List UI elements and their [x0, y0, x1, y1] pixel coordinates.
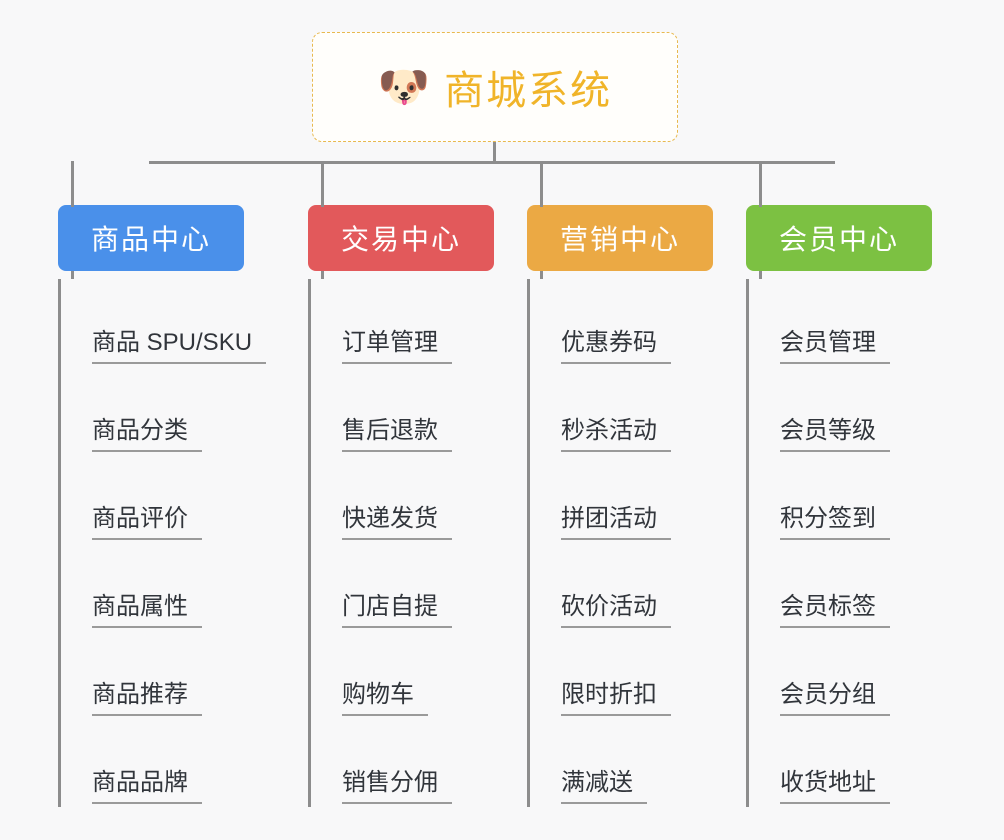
leaf-item-label: 商品 SPU/SKU [92, 329, 267, 364]
branch-header-label: 交易中心 [340, 224, 461, 255]
leaf-item[interactable]: 订单管理 [324, 279, 494, 367]
leaf-list-member-center: 会员管理会员等级积分签到会员标签会员分组收货地址 [746, 279, 932, 807]
leaf-item[interactable]: 商品评价 [74, 455, 244, 543]
connector-stem-member-center [759, 271, 762, 279]
leaf-item[interactable]: 满减送 [543, 719, 713, 807]
leaf-item[interactable]: 购物车 [324, 631, 494, 719]
leaf-item[interactable]: 优惠券码 [543, 279, 713, 367]
leaf-item-label: 会员分组 [780, 681, 890, 716]
branch-trade-center: 交易中心订单管理售后退款快递发货门店自提购物车销售分佣 [308, 205, 494, 807]
leaf-item-label: 销售分佣 [342, 769, 452, 804]
leaf-item-label: 秒杀活动 [561, 417, 671, 452]
leaf-item-label: 商品属性 [92, 593, 202, 628]
branch-header-member-center[interactable]: 会员中心 [746, 205, 932, 271]
leaf-item[interactable]: 商品分类 [74, 367, 244, 455]
branch-header-trade-center[interactable]: 交易中心 [308, 205, 494, 271]
connector-drop-marketing-center [540, 161, 543, 207]
leaf-item-label: 限时折扣 [561, 681, 671, 716]
leaf-item-label: 商品推荐 [92, 681, 202, 716]
connector-stem-marketing-center [540, 271, 543, 279]
branch-header-label: 营销中心 [559, 224, 680, 255]
root-title: 商城系统 [444, 69, 613, 113]
leaf-item-label: 商品分类 [92, 417, 202, 452]
leaf-item-label: 积分签到 [780, 505, 890, 540]
leaf-item[interactable]: 门店自提 [324, 543, 494, 631]
leaf-item[interactable]: 收货地址 [762, 719, 932, 807]
leaf-item[interactable]: 积分签到 [762, 455, 932, 543]
leaf-item-label: 售后退款 [342, 417, 452, 452]
leaf-item-label: 收货地址 [780, 769, 890, 804]
leaf-item[interactable]: 售后退款 [324, 367, 494, 455]
connector-stem-trade-center [321, 271, 324, 279]
leaf-list-product-center: 商品 SPU/SKU 商品分类商品评价商品属性商品推荐商品品牌 [58, 279, 267, 807]
dog-face-icon: 🐶 [377, 63, 431, 110]
leaf-item[interactable]: 秒杀活动 [543, 367, 713, 455]
leaf-item-label: 会员标签 [780, 593, 890, 628]
leaf-item-label: 拼团活动 [561, 505, 671, 540]
branch-header-product-center[interactable]: 商品中心 [58, 205, 244, 271]
leaf-item[interactable]: 限时折扣 [543, 631, 713, 719]
leaf-item-label: 优惠券码 [561, 329, 671, 364]
leaf-item[interactable]: 商品推荐 [74, 631, 244, 719]
branch-member-center: 会员中心会员管理会员等级积分签到会员标签会员分组收货地址 [746, 205, 932, 807]
connector-horizontal-bar [149, 161, 835, 164]
leaf-item[interactable]: 会员管理 [762, 279, 932, 367]
leaf-item-label: 购物车 [342, 681, 428, 716]
leaf-item[interactable]: 快递发货 [324, 455, 494, 543]
leaf-item-label: 订单管理 [342, 329, 452, 364]
leaf-item[interactable]: 商品 SPU/SKU [74, 279, 267, 367]
leaf-item[interactable]: 商品属性 [74, 543, 244, 631]
leaf-item[interactable]: 砍价活动 [543, 543, 713, 631]
connector-root-vertical [493, 142, 496, 164]
branch-product-center: 商品中心商品 SPU/SKU 商品分类商品评价商品属性商品推荐商品品牌 [58, 205, 267, 807]
leaf-item-label: 快递发货 [342, 505, 452, 540]
branch-header-label: 商品中心 [90, 224, 211, 255]
leaf-item-label: 砍价活动 [561, 593, 671, 628]
leaf-item[interactable]: 商品品牌 [74, 719, 244, 807]
branch-marketing-center: 营销中心优惠券码秒杀活动拼团活动砍价活动限时折扣满减送 [527, 205, 713, 807]
connector-stem-product-center [71, 271, 74, 279]
leaf-item[interactable]: 销售分佣 [324, 719, 494, 807]
leaf-item[interactable]: 会员标签 [762, 543, 932, 631]
leaf-item[interactable]: 拼团活动 [543, 455, 713, 543]
branch-header-label: 会员中心 [778, 224, 899, 255]
leaf-item[interactable]: 会员分组 [762, 631, 932, 719]
leaf-item-label: 满减送 [561, 769, 647, 804]
leaf-item-label: 会员等级 [780, 417, 890, 452]
connector-drop-product-center [71, 161, 74, 207]
connector-drop-trade-center [321, 161, 324, 207]
leaf-item-label: 商品评价 [92, 505, 202, 540]
leaf-item-label: 会员管理 [780, 329, 890, 364]
leaf-list-trade-center: 订单管理售后退款快递发货门店自提购物车销售分佣 [308, 279, 494, 807]
root-node[interactable]: 🐶 商城系统 [312, 32, 678, 142]
branch-header-marketing-center[interactable]: 营销中心 [527, 205, 713, 271]
leaf-list-marketing-center: 优惠券码秒杀活动拼团活动砍价活动限时折扣满减送 [527, 279, 713, 807]
leaf-item[interactable]: 会员等级 [762, 367, 932, 455]
leaf-item-label: 商品品牌 [92, 769, 202, 804]
leaf-item-label: 门店自提 [342, 593, 452, 628]
connector-drop-member-center [759, 161, 762, 207]
